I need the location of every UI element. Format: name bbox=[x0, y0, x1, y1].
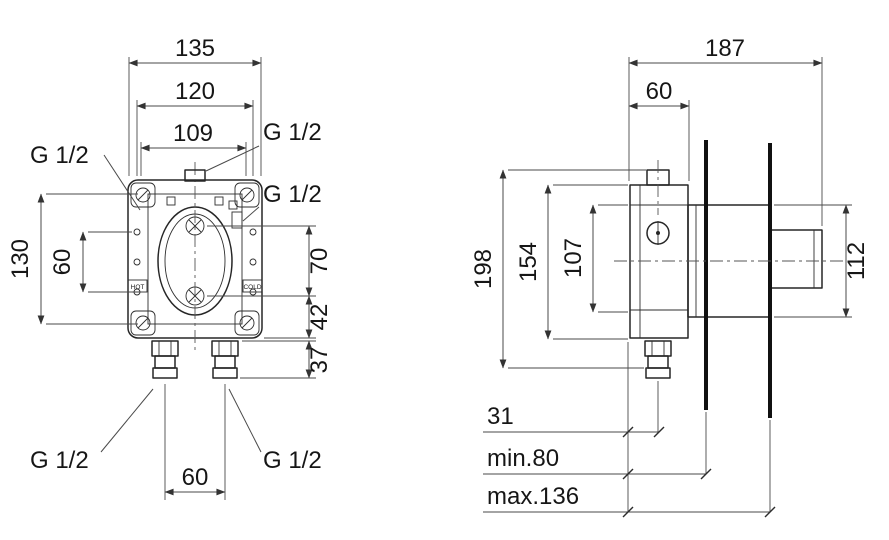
side-screw bbox=[646, 221, 670, 245]
thread-label-bottom-left: G 1/2 bbox=[30, 447, 89, 474]
leader-thread-top-left bbox=[103, 154, 141, 211]
front-view: HOT COLD bbox=[7, 35, 333, 500]
dim-depth-min: min.80 bbox=[487, 445, 559, 472]
dim-width-overall: 135 bbox=[175, 35, 215, 62]
cold-label: COLD bbox=[243, 284, 261, 291]
leader-thread-bottom-right bbox=[228, 388, 262, 453]
dim-lower-offset: 42 bbox=[306, 304, 333, 331]
front-dimensions: 135 120 109 130 60 70 42 37 60 G 1/2 G 1… bbox=[7, 35, 333, 500]
dim-upper-offset: 70 bbox=[306, 248, 333, 275]
side-body-outline bbox=[629, 184, 689, 339]
side-dimensions: 187 60 198 154 107 112 31 min.80 max.136 bbox=[470, 35, 870, 518]
dim-housing-height: 107 bbox=[560, 238, 587, 278]
leader-thread-top-right bbox=[205, 145, 260, 172]
dim-height-overall: 198 bbox=[470, 249, 497, 289]
dim-hole-spacing: 60 bbox=[49, 249, 76, 276]
right-port bbox=[231, 211, 243, 229]
cold-marker: COLD bbox=[242, 279, 263, 293]
dim-width-port: 109 bbox=[173, 120, 213, 147]
detail-marks bbox=[166, 196, 238, 210]
dim-pipe-offset: 31 bbox=[487, 403, 514, 430]
dim-width-mount: 120 bbox=[175, 78, 215, 105]
leader-thread-right bbox=[242, 206, 260, 222]
dim-depth-max: max.136 bbox=[487, 483, 579, 510]
side-valve-body bbox=[614, 140, 846, 418]
thread-label-top-right: G 1/2 bbox=[263, 119, 322, 146]
thread-label-top-left: G 1/2 bbox=[30, 142, 89, 169]
front-valve-body: HOT COLD bbox=[127, 162, 263, 379]
dim-housing-diameter: 112 bbox=[843, 242, 870, 280]
dim-depth-overall: 187 bbox=[705, 35, 745, 62]
side-view: 187 60 198 154 107 112 31 min.80 max.136 bbox=[470, 35, 870, 518]
mounting-screws bbox=[130, 182, 260, 336]
leader-thread-bottom-left bbox=[100, 388, 154, 453]
thread-label-bottom-right: G 1/2 bbox=[263, 447, 322, 474]
hot-label: HOT bbox=[131, 284, 145, 291]
hot-marker: HOT bbox=[127, 279, 148, 293]
dim-pipe-projection: 37 bbox=[306, 347, 333, 374]
thread-label-right: G 1/2 bbox=[263, 181, 322, 208]
side-pipe-connection bbox=[644, 340, 672, 379]
top-port bbox=[184, 169, 206, 182]
right-pipe-connection bbox=[211, 340, 239, 379]
left-pipe-connection bbox=[151, 340, 179, 379]
dim-pipe-spacing: 60 bbox=[182, 464, 209, 491]
dim-height-mount: 130 bbox=[7, 239, 34, 279]
dim-body-depth: 60 bbox=[646, 78, 673, 105]
dim-body-height: 154 bbox=[515, 242, 542, 282]
